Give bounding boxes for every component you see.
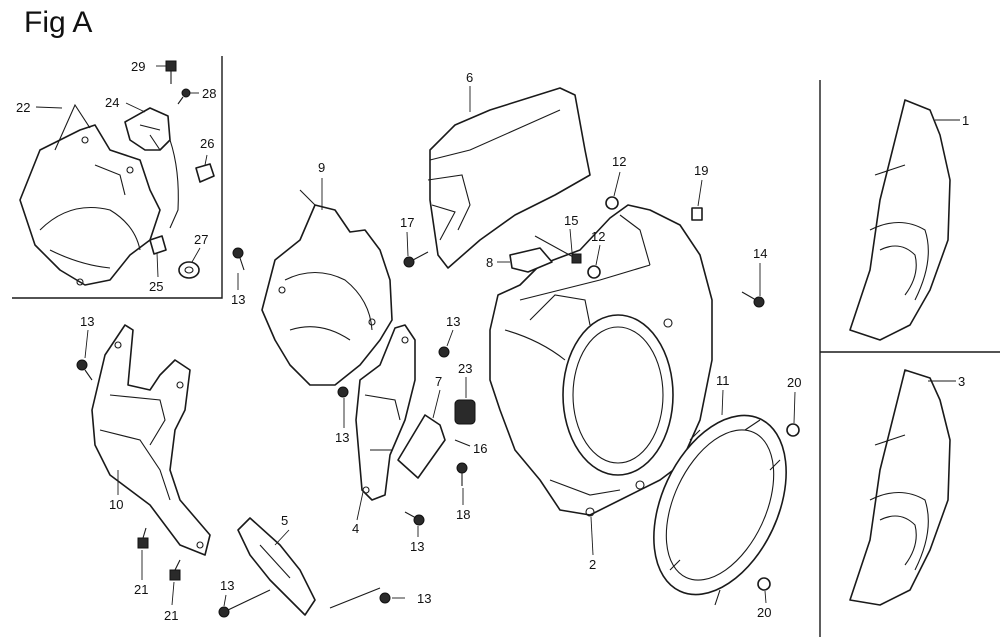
callout-labels: 29 28 24 22 26 27 25 13 13 13 13 13 13 1… [16, 59, 969, 623]
leader-lines [35, 65, 960, 607]
part-13-bolt-g [329, 587, 391, 609]
part-12-nut-upper [605, 196, 619, 210]
callout-20-a: 20 [787, 375, 801, 390]
callout-21-b: 21 [164, 608, 178, 623]
part-13-bolt-a [232, 247, 245, 271]
callout-29: 29 [131, 59, 145, 74]
part-26-clip [195, 163, 215, 183]
callout-19: 19 [694, 163, 708, 178]
callout-24: 24 [105, 95, 119, 110]
part-14-bolt [741, 291, 765, 308]
part-15-bolt [534, 235, 582, 264]
part-2-fan-housing [489, 204, 713, 517]
callout-13-g: 13 [417, 591, 431, 606]
callout-15: 15 [564, 213, 578, 228]
callout-12-a: 12 [612, 154, 626, 169]
part-7-plate [397, 414, 446, 479]
part-4-bracket-plate [355, 324, 416, 501]
figure-title: Fig A [24, 6, 93, 39]
callout-7: 7 [435, 374, 442, 389]
inset-border [12, 56, 223, 299]
part-12-nut-lower [587, 265, 601, 279]
callout-16: 16 [473, 441, 487, 456]
part-1-housing-variant [849, 99, 951, 341]
part-11-fan-ring [653, 414, 787, 606]
callout-17: 17 [400, 215, 414, 230]
part-18-bolt [456, 462, 468, 486]
part-3-housing-variant [849, 369, 951, 606]
part-5-lower-bracket [237, 517, 316, 616]
part-13-bolt-b [76, 359, 93, 381]
part-22-cover-plate [19, 103, 161, 286]
callout-1: 1 [962, 113, 969, 128]
part-24-lever-bracket [124, 107, 179, 229]
part-28-screw [177, 88, 191, 105]
callout-4: 4 [352, 521, 359, 536]
callout-8: 8 [486, 255, 493, 270]
callout-27: 27 [194, 232, 208, 247]
callout-22: 22 [16, 100, 30, 115]
part-21-bolt-upper [137, 527, 149, 549]
part-21-bolt-lower [169, 559, 181, 581]
callout-20-b: 20 [757, 605, 771, 620]
callout-13-c: 13 [446, 314, 460, 329]
callout-6: 6 [466, 70, 473, 85]
part-17-bolt [403, 251, 429, 268]
part-13-bolt-e [404, 511, 425, 526]
part-25-clamp [149, 235, 167, 255]
part-23-grommet [454, 399, 476, 425]
part-13-bolt-f [218, 589, 271, 618]
part-10-lower-shroud [91, 324, 211, 556]
callout-28: 28 [202, 86, 216, 101]
part-29-bolt [165, 60, 177, 84]
callout-13-a: 13 [231, 292, 245, 307]
part-20-nut-upper [786, 423, 800, 437]
part-6-top-cover [427, 87, 591, 269]
callout-3: 3 [958, 374, 965, 389]
callout-13-d: 13 [335, 430, 349, 445]
callout-13-b: 13 [80, 314, 94, 329]
callout-23: 23 [458, 361, 472, 376]
callout-18: 18 [456, 507, 470, 522]
callout-11: 11 [716, 373, 730, 388]
callout-5: 5 [281, 513, 288, 528]
callout-25: 25 [149, 279, 163, 294]
part-19-screw [691, 207, 703, 221]
part-8-bracket [509, 247, 553, 273]
part-16-bolt [454, 439, 471, 447]
part-20-nut-lower [757, 577, 771, 591]
part-13-bolt-c [438, 346, 450, 358]
callout-10: 10 [109, 497, 123, 512]
callout-21-a: 21 [134, 582, 148, 597]
callout-2: 2 [589, 557, 596, 572]
callout-13-f: 13 [220, 578, 234, 593]
callout-13-e: 13 [410, 539, 424, 554]
callout-14: 14 [753, 246, 767, 261]
callout-26: 26 [200, 136, 214, 151]
callout-12-b: 12 [591, 229, 605, 244]
callout-9: 9 [318, 160, 325, 175]
part-27-grommet [178, 261, 200, 279]
part-9-cylinder-shroud [261, 189, 393, 386]
part-13-bolt-d [337, 386, 349, 398]
